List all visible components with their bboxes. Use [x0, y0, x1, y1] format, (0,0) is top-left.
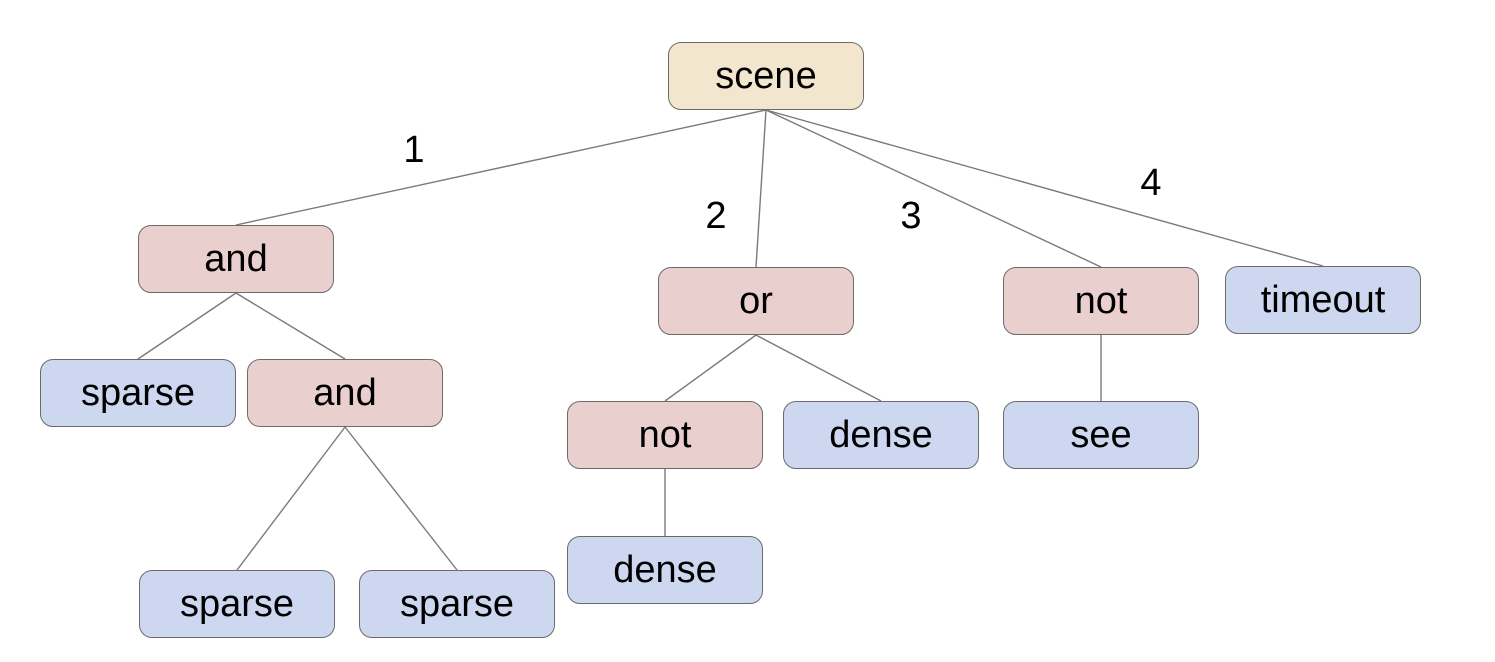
edge-label-3: 3 [900, 195, 921, 237]
node-not-2-label: not [638, 414, 692, 456]
node-or-1: or [658, 267, 854, 335]
node-see: see [1003, 401, 1199, 469]
node-not-2: not [567, 401, 763, 469]
edge-and-2-sparse-2 [236, 426, 346, 571]
node-sparse-3: sparse [359, 570, 555, 638]
node-sparse-2-label: sparse [179, 583, 295, 625]
edge-label-4: 4 [1140, 162, 1161, 204]
node-see-label: see [1070, 414, 1132, 456]
edge-scene-and-1 [235, 109, 767, 226]
node-dense-1: dense [783, 401, 979, 469]
node-not-1-label: not [1074, 280, 1128, 322]
node-sparse-1-label: sparse [80, 372, 196, 414]
node-scene-label: scene [715, 55, 817, 97]
node-or-1-label: or [739, 280, 773, 322]
node-and-1: and [138, 225, 334, 293]
node-and-2: and [247, 359, 443, 427]
edge-label-2: 2 [705, 195, 726, 237]
edge-scene-or-1 [755, 109, 767, 268]
node-sparse-2: sparse [139, 570, 335, 638]
node-timeout-label: timeout [1260, 279, 1386, 321]
node-timeout: timeout [1225, 266, 1421, 334]
node-sparse-3-label: sparse [399, 583, 515, 625]
edge-or-1-dense-1 [755, 334, 882, 402]
node-sparse-1: sparse [40, 359, 236, 427]
node-dense-2: dense [567, 536, 763, 604]
edge-label-1: 1 [403, 129, 424, 171]
edge-or-1-not-2 [664, 334, 757, 402]
edge-and-1-and-2 [235, 292, 346, 360]
node-and-2-label: and [313, 372, 377, 414]
edge-and-1-sparse-1 [137, 292, 237, 360]
node-dense-1-label: dense [829, 414, 933, 456]
node-not-1: not [1003, 267, 1199, 335]
node-and-1-label: and [204, 238, 268, 280]
edge-scene-not-1 [765, 109, 1102, 268]
edge-scene-timeout [765, 109, 1324, 267]
edge-and-2-sparse-3 [344, 426, 458, 571]
node-dense-2-label: dense [613, 549, 717, 591]
node-scene: scene [668, 42, 864, 110]
